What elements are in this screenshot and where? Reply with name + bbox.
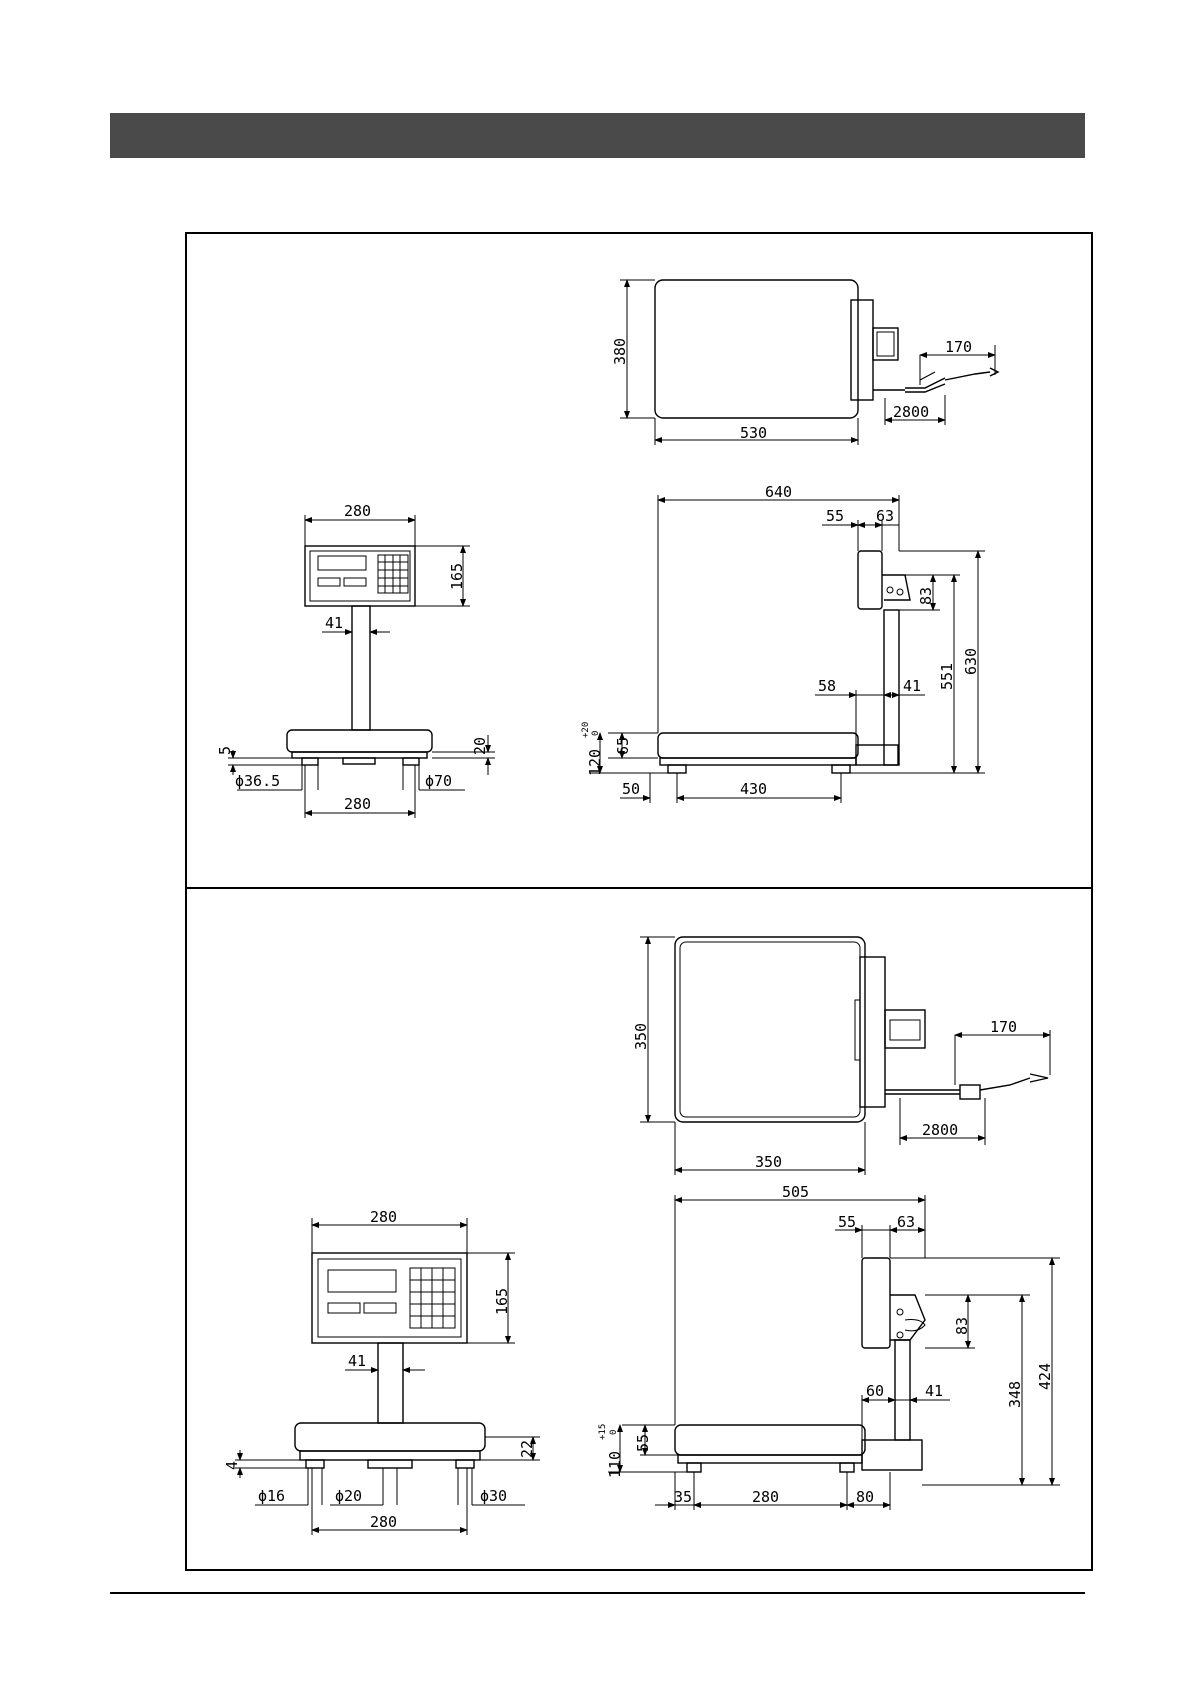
dim-pole-offset-label: 60 bbox=[866, 1382, 884, 1400]
dim-overall-length-label: 640 bbox=[765, 483, 792, 501]
dim-platform-thickness-label: 20 bbox=[471, 737, 489, 755]
dim-center-dia-label: ϕ20 bbox=[335, 1487, 362, 1505]
dim-cable-length-label: 2800 bbox=[922, 1121, 958, 1139]
dim-foot-dia-label: ϕ36.5 bbox=[235, 772, 280, 790]
dim-front-overhang-label: 35 bbox=[674, 1488, 692, 1506]
dim-tolerance-upper-label: +15 bbox=[598, 1424, 608, 1440]
model-1-front-view: 280 165 41 5 20 ϕ36.5 ϕ70 280 bbox=[216, 502, 495, 818]
dim-foot-span-label: 280 bbox=[344, 795, 371, 813]
dim-overall-length-label: 505 bbox=[782, 1183, 809, 1201]
dim-display-height-label: 165 bbox=[448, 563, 466, 590]
dim-front-overhang-label: 50 bbox=[622, 780, 640, 798]
model-2-top-view: 350 350 2800 170 bbox=[632, 937, 1050, 1175]
dim-foot-span-label: 280 bbox=[370, 1513, 397, 1531]
dim-tolerance-upper-label: +20 bbox=[581, 722, 591, 738]
dim-overall-height-label: 424 bbox=[1036, 1363, 1054, 1390]
dim-cable-length-label: 2800 bbox=[893, 403, 929, 421]
dim-tolerance-lower-label: 0 bbox=[591, 731, 601, 736]
dim-pole-width-label: 41 bbox=[348, 1352, 366, 1370]
model-1-top-view: 380 530 2800 170 bbox=[611, 280, 998, 445]
dim-pole-width-label: 41 bbox=[925, 1382, 943, 1400]
dim-width-label: 530 bbox=[740, 424, 767, 442]
dim-foot-span-label: 430 bbox=[740, 780, 767, 798]
model-2-side-view: 505 55 63 83 348 424 60 41 bbox=[598, 1183, 1060, 1510]
dim-height-to-display-label: 348 bbox=[1006, 1381, 1024, 1408]
dim-tolerance-lower-label: 0 bbox=[609, 1430, 619, 1435]
model-1-side-view: 640 55 63 83 551 630 58 41 bbox=[581, 483, 985, 803]
dim-base-height-label: 110 bbox=[606, 1451, 624, 1478]
dim-overall-height-label: 630 bbox=[962, 648, 980, 675]
model-1-keypad bbox=[378, 555, 408, 593]
dim-display-height-label: 165 bbox=[493, 1288, 511, 1315]
dim-rear-depth-label: 80 bbox=[856, 1488, 874, 1506]
dim-pole-width-label: 41 bbox=[325, 614, 343, 632]
dim-platform-thickness-label: 22 bbox=[518, 1440, 536, 1458]
dim-pad-dia-label: ϕ70 bbox=[425, 772, 452, 790]
dim-base-height-label: 120 bbox=[586, 749, 604, 776]
dim-cable-tail-label: 170 bbox=[990, 1018, 1017, 1036]
dim-pole-width-label: 41 bbox=[903, 677, 921, 695]
dim-display-width-label: 280 bbox=[370, 1208, 397, 1226]
dim-display-depth-label: 63 bbox=[897, 1213, 915, 1231]
dim-display-height-label: 83 bbox=[953, 1317, 971, 1335]
dim-pole-offset-label: 58 bbox=[818, 677, 836, 695]
dim-depth-label: 350 bbox=[632, 1023, 650, 1050]
dim-height-to-display-label: 551 bbox=[938, 663, 956, 690]
dim-foot-span-label: 280 bbox=[752, 1488, 779, 1506]
dim-platform-height-label: 55 bbox=[634, 1434, 652, 1452]
dim-display-offset-label: 55 bbox=[838, 1213, 856, 1231]
dim-cable-tail-label: 170 bbox=[945, 338, 972, 356]
dim-display-height-label: 83 bbox=[917, 587, 935, 605]
dim-width-label: 350 bbox=[755, 1153, 782, 1171]
dim-foot-dia-label: ϕ16 bbox=[258, 1487, 285, 1505]
dim-depth-label: 380 bbox=[611, 338, 629, 365]
dim-foot-clearance-label: 5 bbox=[216, 746, 234, 755]
model-2-front-view: 280 165 41 4 22 ϕ16 ϕ20 ϕ30 bbox=[223, 1208, 540, 1535]
dim-display-offset-label: 55 bbox=[826, 507, 844, 525]
dim-display-width-label: 280 bbox=[344, 502, 371, 520]
model-2-keypad bbox=[410, 1268, 455, 1328]
dim-pad-dia-label: ϕ30 bbox=[480, 1487, 507, 1505]
dim-foot-clearance-label: 4 bbox=[223, 1461, 241, 1470]
dim-display-depth-label: 63 bbox=[876, 507, 894, 525]
dim-platform-height-label: 65 bbox=[614, 737, 632, 755]
